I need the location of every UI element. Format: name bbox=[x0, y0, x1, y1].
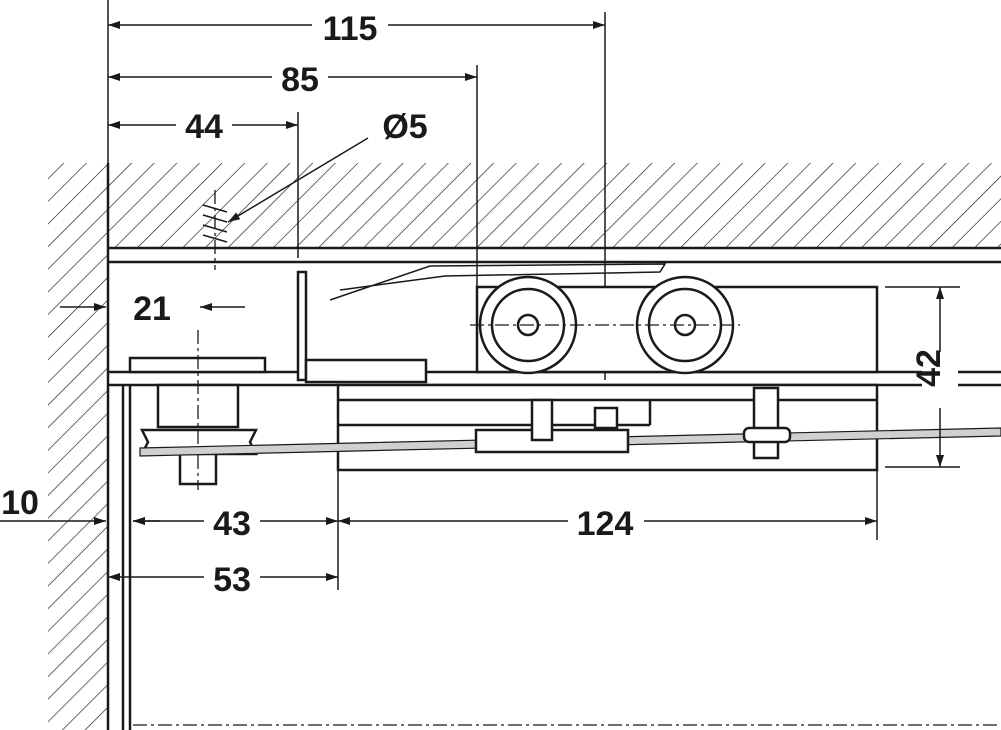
dimension-85: 85 bbox=[281, 61, 319, 99]
wall-hatch bbox=[48, 163, 108, 730]
dimension-124: 124 bbox=[577, 505, 634, 543]
dimension-10: 10 bbox=[1, 484, 39, 522]
dimension-diameter-5: Ø5 bbox=[382, 108, 427, 146]
ceiling-hatch bbox=[108, 163, 1001, 248]
dimension-43: 43 bbox=[213, 505, 251, 543]
dimension-21: 21 bbox=[133, 290, 171, 328]
dimension-42: 42 bbox=[910, 349, 948, 387]
dimension-53: 53 bbox=[213, 561, 251, 599]
screw-icon bbox=[202, 190, 228, 270]
dimension-115: 115 bbox=[323, 10, 378, 48]
dimension-44: 44 bbox=[185, 108, 223, 146]
